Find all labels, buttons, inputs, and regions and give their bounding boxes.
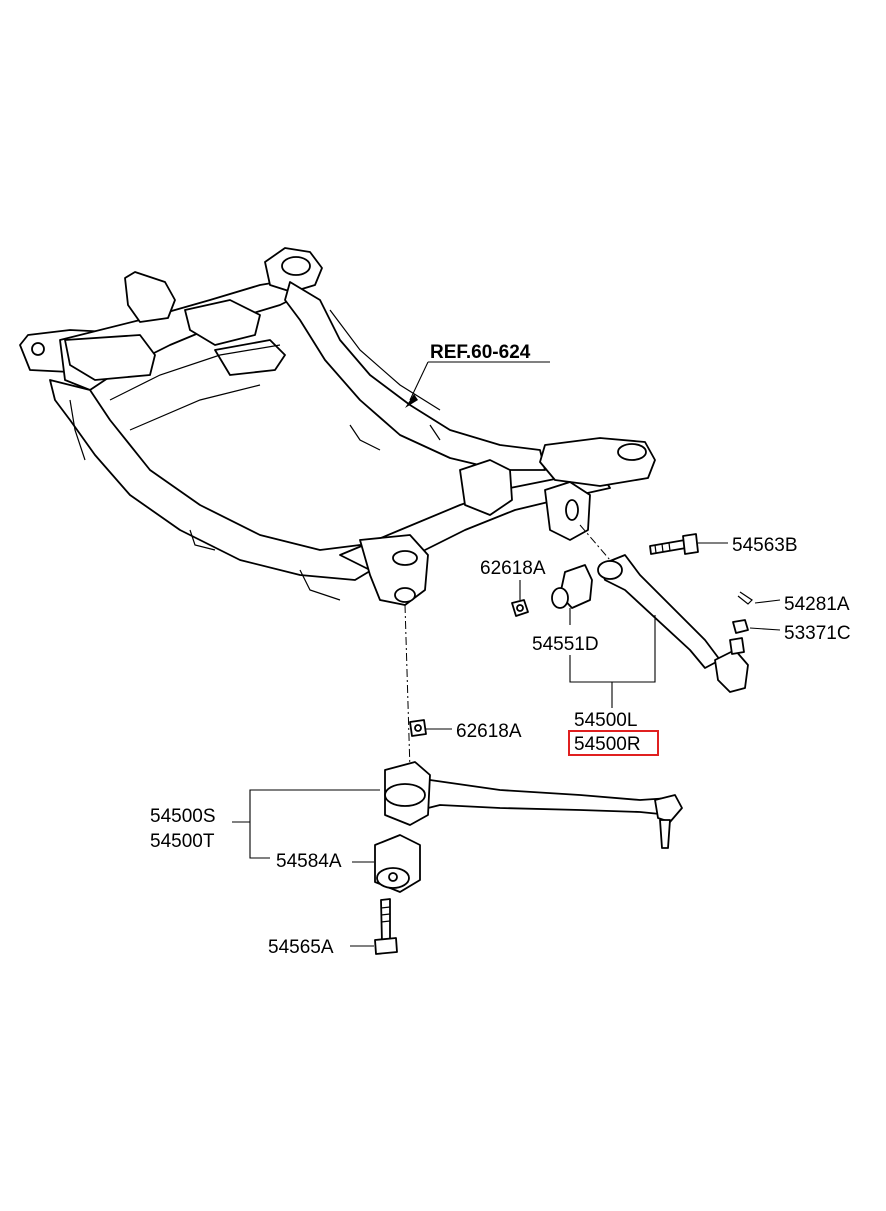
upper-arm-assembly [511,533,753,693]
ref-callout: REF.60-624 [405,342,550,408]
label-54500S: 54500S [150,806,216,827]
label-54584A: 54584A [276,851,342,872]
upper-leaders [519,542,781,708]
centerline-upper [579,524,611,561]
label-53371C: 53371C [784,623,851,644]
label-62618A-upper: 62618A [480,558,546,579]
label-54565A: 54565A [268,937,334,958]
label-54281A: 54281A [784,594,850,615]
ref-label: REF.60-624 [430,342,531,363]
centerline-lower [404,604,411,771]
label-54500R: 54500R [574,734,641,755]
lower-leaders [232,728,452,947]
lower-arm-assembly [374,719,683,955]
label-54563B: 54563B [732,535,798,556]
highlight-box [568,730,659,756]
subframe [19,247,656,606]
label-62618A-lower: 62618A [456,721,522,742]
label-54500L: 54500L [574,710,637,731]
label-54500T: 54500T [150,831,215,852]
label-54551D: 54551D [532,634,599,655]
